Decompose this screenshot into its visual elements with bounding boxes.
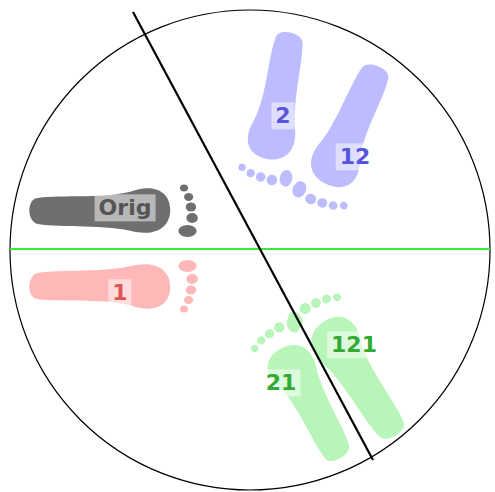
footprint-toe [246,168,256,178]
footprint-toe [316,197,329,210]
footprint-toe [180,306,188,313]
footprint-toe [256,335,267,346]
footprint-label: 121 [327,331,381,358]
footprint-label-box: Orig [95,194,156,221]
footprint-toe [304,192,318,206]
footprint-toe [332,292,343,303]
footprint-shape [29,185,197,238]
footprint-toe [339,201,349,211]
footprint-toe [178,260,196,272]
footprint-label-box: 1 [108,279,131,306]
footprint-label: 1 [108,279,131,306]
footprint-toe [184,296,193,304]
footprint-sole [304,57,401,194]
footprint-toe [327,200,338,211]
footprint-toe [263,327,276,340]
mirror-line-horizontal [10,248,490,250]
footprint-label: Orig [95,194,156,221]
footprint-toe [186,286,196,295]
footprint-toe [278,169,293,188]
footprint-label-box: 2 [271,102,294,129]
footprint-label: 21 [262,369,301,396]
footprint-sole [29,264,170,308]
footprint-toe [290,179,309,200]
footprint-toe [298,301,313,316]
footprint-sole [29,188,170,232]
footprint-label: 12 [336,143,375,170]
outer-circle [10,10,490,490]
footprint-toe [309,296,323,310]
footprint-toe [320,293,332,305]
footprint-toe [186,203,196,212]
footprint-shape [29,260,197,313]
footprint-shape [285,284,420,451]
mirror-line-diagonal [133,12,373,460]
footprint-toe [238,163,247,172]
footprint-label: 2 [271,102,294,129]
footprint-toe [186,213,198,223]
footprint-toe [184,193,193,201]
footprint-toe [266,174,278,186]
footprint-toe [250,344,260,354]
footprint-label-box: 12 [336,143,375,170]
footprint-toe [186,274,198,284]
footprint-toe [255,172,266,183]
footprint-shape [236,28,317,189]
footprint-toe [180,185,188,192]
footprint-sole [245,28,313,163]
footprint-label-box: 21 [262,369,301,396]
footprint-sole [303,309,417,449]
footprint-toe [272,320,286,334]
footprint-shape [290,55,405,219]
footprint-label-box: 121 [327,331,381,358]
footprint-toe [178,225,196,237]
